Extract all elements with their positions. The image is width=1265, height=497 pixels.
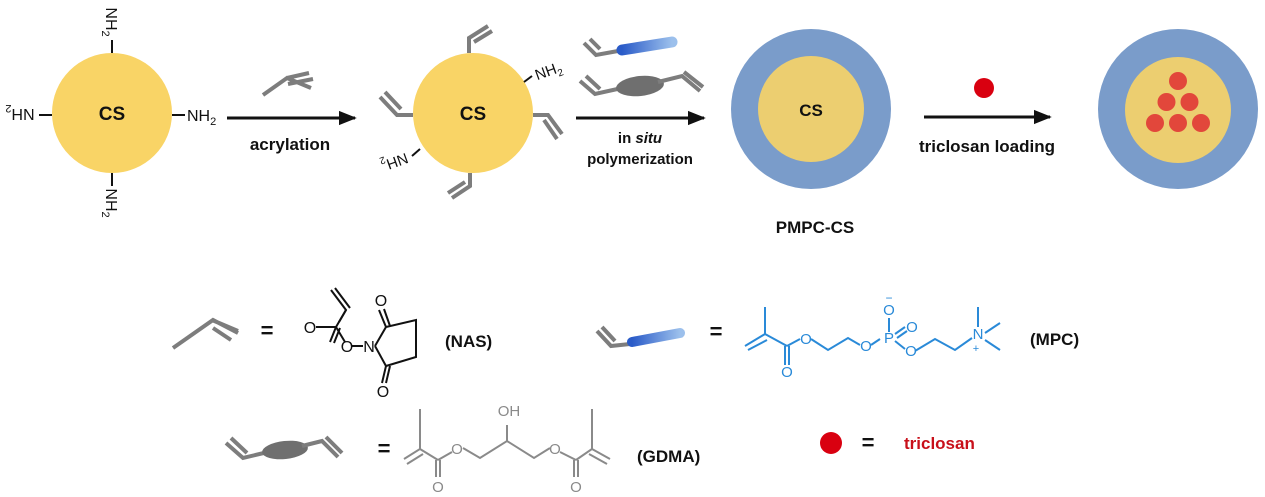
triclosan-name: triclosan <box>904 434 975 453</box>
loaded-triclosan-dot <box>1169 72 1187 90</box>
nas-atom-o: O <box>304 320 316 337</box>
mpc-structure <box>744 307 1001 365</box>
step-acrylation: acrylation <box>227 71 357 154</box>
gdma-atom-o: O <box>570 479 582 496</box>
acryl-group-bottom <box>446 173 472 200</box>
mpc-atom-o: O <box>906 319 918 336</box>
gdma-name: (GDMA) <box>637 447 700 466</box>
pmpc-cs-label: PMPC-CS <box>776 218 854 237</box>
amine-upper-right: NH2 <box>533 59 566 87</box>
cs-core-label: CS <box>799 101 823 120</box>
nas-structure <box>316 287 417 384</box>
mpc-charge-minus: − <box>885 291 892 305</box>
mpc-atom-o: O <box>883 302 895 319</box>
gdma-atom-o: O <box>432 479 444 496</box>
nas-name: (NAS) <box>445 332 492 351</box>
pmpc-cs-particle: CS PMPC-CS <box>731 29 891 237</box>
acryl-group-left <box>378 90 413 117</box>
legend-gdma: = O O OH O O (GDMA) <box>224 403 700 496</box>
amine-lower-left: NH2 <box>377 146 410 174</box>
polymerization-label-line2: polymerization <box>587 151 693 168</box>
amine-bottom: NH2 <box>99 188 119 217</box>
gdma-atom-o: O <box>549 441 561 458</box>
mpc-monomer-icon <box>582 36 678 58</box>
acryl-monomer-icon <box>171 317 239 350</box>
legend-triclosan: = triclosan <box>820 430 975 455</box>
svg-text:NH2: NH2 <box>99 188 119 217</box>
step-polymerization: in situ polymerization <box>576 36 706 168</box>
cs-particle-amine: CS NH2 NH2 NH2 NH2 <box>5 7 216 217</box>
mpc-atom-o: O <box>781 364 793 381</box>
cs-particle-acrylated: CS NH2 NH2 <box>377 24 566 200</box>
acryl-group-right <box>533 113 564 141</box>
nas-atom-o: O <box>377 384 389 401</box>
svg-text:NH2: NH2 <box>99 7 119 36</box>
legend-mpc: = O O O P O − O O N + (MPC) <box>595 291 1079 381</box>
loaded-triclosan-dot <box>1169 114 1187 132</box>
mpc-atom-o: O <box>800 331 812 348</box>
gdma-structure <box>403 409 611 477</box>
equals-sign: = <box>710 319 723 344</box>
mpc-charge-plus: + <box>973 343 979 355</box>
nas-atom-o: O <box>375 293 387 310</box>
loaded-triclosan-dot <box>1146 114 1164 132</box>
nas-atom-o: O <box>341 339 353 356</box>
cs-core <box>758 56 864 162</box>
amine-top: NH2 <box>99 7 119 36</box>
mpc-name: (MPC) <box>1030 330 1079 349</box>
triclosan-dot-icon <box>820 432 842 454</box>
mpc-atom-n: N <box>973 326 984 343</box>
gdma-crosslinker-icon <box>224 435 344 461</box>
mpc-monomer-icon <box>595 325 685 349</box>
loaded-drug-cluster <box>1146 72 1210 132</box>
loaded-triclosan-dot <box>1180 93 1199 111</box>
triclosan-dot-icon <box>974 78 994 98</box>
triclosan-loaded-particle <box>1098 29 1258 189</box>
cs-core-label: CS <box>99 104 125 125</box>
cs-core <box>52 53 172 173</box>
amine-left: NH2 <box>5 102 34 122</box>
cs-core <box>413 53 533 173</box>
acrylation-label: acrylation <box>250 135 330 154</box>
svg-text:NH2: NH2 <box>5 102 34 122</box>
gdma-atom-o: O <box>451 441 463 458</box>
legend-nas: = O O N O O (NAS) <box>171 287 492 401</box>
mpc-atom-o: O <box>905 343 917 360</box>
amine-right: NH2 <box>187 108 216 128</box>
mpc-atom-o: O <box>860 338 872 355</box>
triclosan-loading-label: triclosan loading <box>919 137 1055 156</box>
step-triclosan-loading: triclosan loading <box>919 78 1055 156</box>
acryl-monomer-icon <box>261 71 314 97</box>
gdma-crosslinker-icon <box>578 70 705 97</box>
equals-sign: = <box>261 318 274 343</box>
svg-text:NH2: NH2 <box>533 59 566 87</box>
equals-sign: = <box>862 430 875 455</box>
gdma-atom-oh: OH <box>498 403 521 420</box>
acryl-group-top <box>467 24 494 53</box>
nas-atom-n: N <box>363 339 375 356</box>
polymerization-label-line1: in situ <box>618 130 662 147</box>
mpc-atom-p: P <box>884 330 894 347</box>
loaded-triclosan-dot <box>1192 114 1210 132</box>
cs-core <box>1125 57 1231 163</box>
loaded-triclosan-dot <box>1157 93 1176 111</box>
cs-core-label: CS <box>460 104 486 125</box>
equals-sign: = <box>378 436 391 461</box>
svg-text:NH2: NH2 <box>377 146 410 174</box>
